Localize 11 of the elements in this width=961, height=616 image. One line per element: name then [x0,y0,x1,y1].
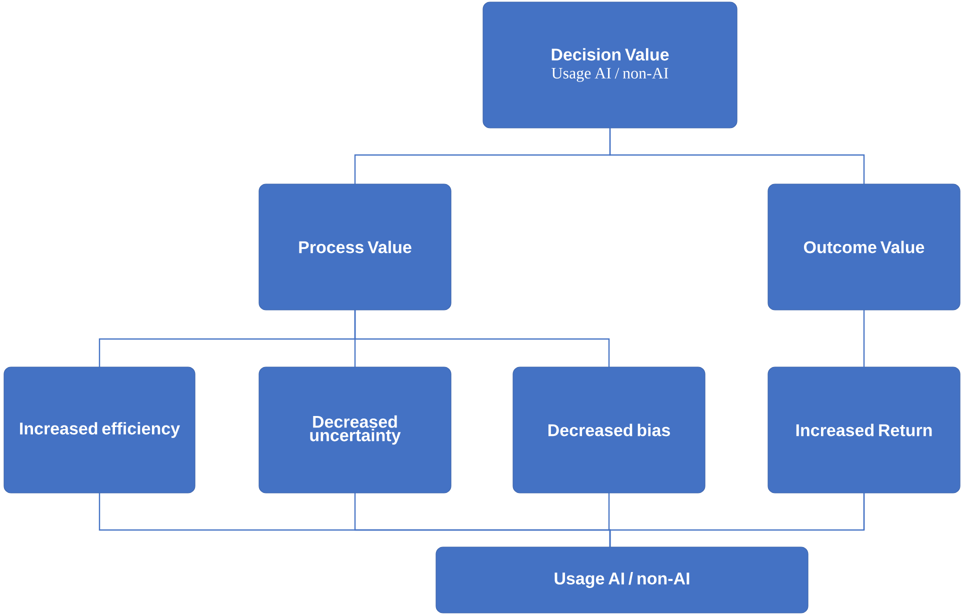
connector-line [609,493,865,547]
process-box: Increased efficiency [4,366,196,494]
process-box: Outcome Value [768,184,960,310]
process-box: Usage AI / non-AI [436,546,808,614]
process-box: Process Value [258,184,452,310]
process-box: Increased Return [768,366,960,494]
process-box: Decision Value Usage AI / non-AI [482,2,738,128]
connector-line [609,128,865,184]
connector-line [354,310,610,367]
process-box: Decreased bias [512,366,706,494]
process-box: Decreased uncertainty [258,366,452,494]
